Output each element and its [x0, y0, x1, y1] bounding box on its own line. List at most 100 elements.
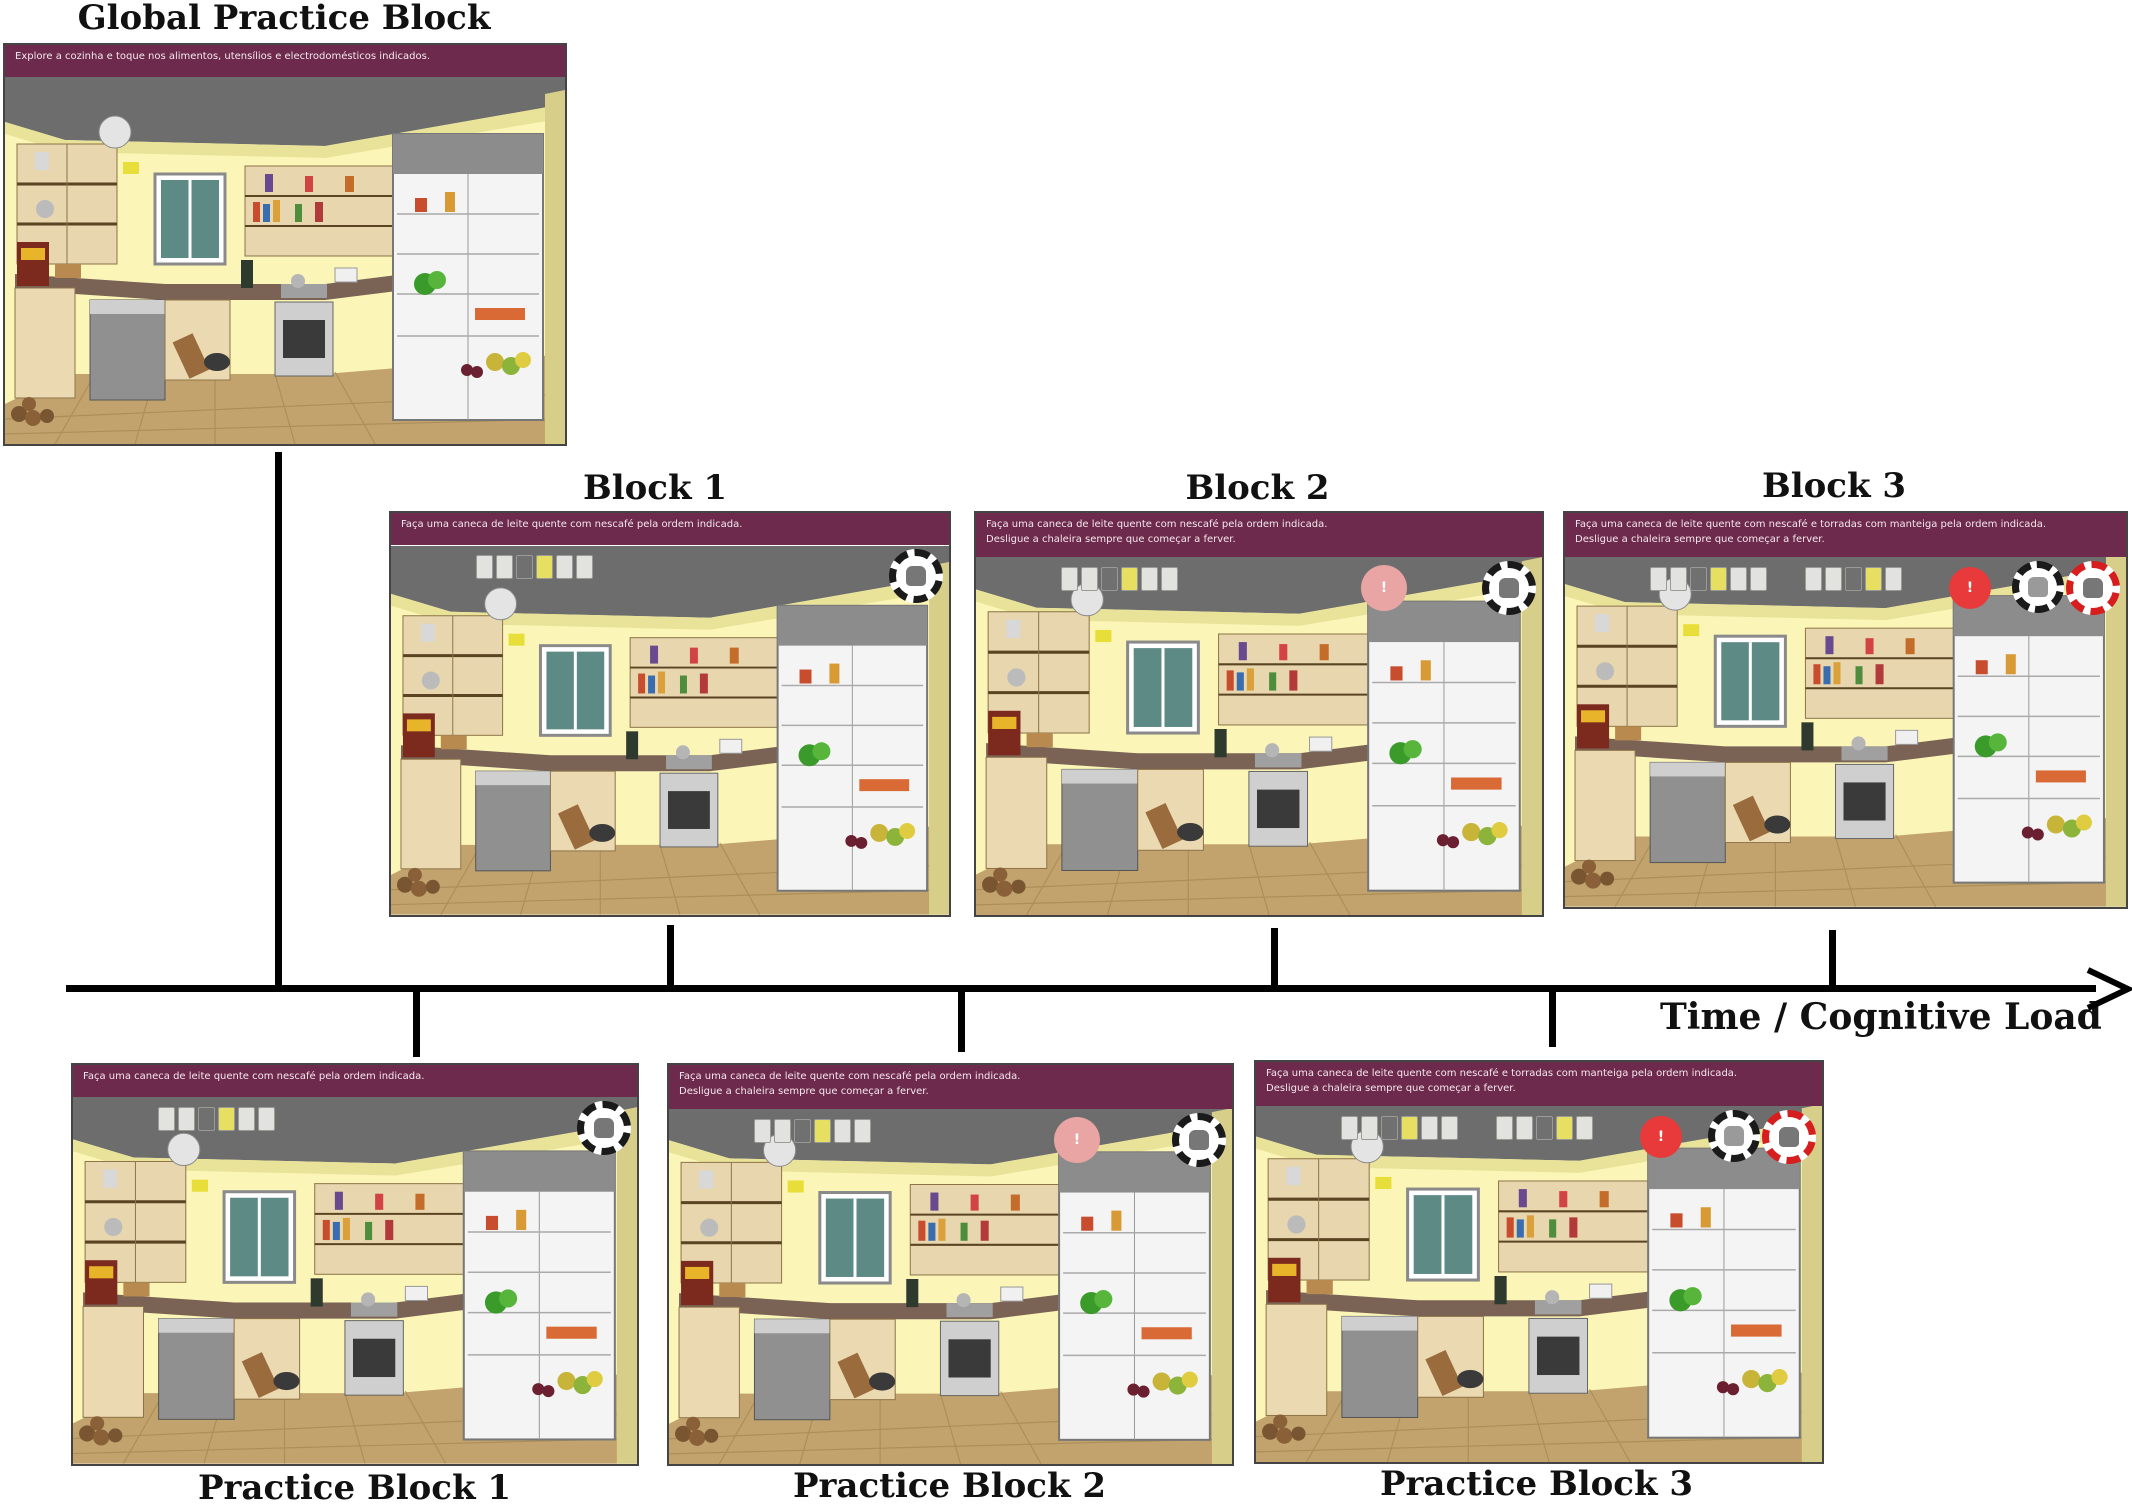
task-items-toolbar: [1496, 1116, 1593, 1140]
block-2-screenshot: Faça uma caneca de leite quente com nesc…: [974, 511, 1544, 917]
task-item-icon: [854, 1119, 871, 1143]
connector-practice-3: [1549, 992, 1556, 1047]
instruction-bar: Faça uma caneca de leite quente com nesc…: [391, 513, 949, 545]
block-2-title: Block 2: [1185, 468, 1330, 508]
task-item-icon: [1361, 1116, 1378, 1140]
task-item-icon: [198, 1107, 215, 1131]
kettle-alarm-icon: !: [1640, 1116, 1682, 1158]
task-item-icon: [1516, 1116, 1533, 1140]
stopwatch-kettle-icon: [577, 1101, 631, 1155]
task-item-icon: [1825, 567, 1842, 591]
instruction-bar: Explore a cozinha e toque nos alimentos,…: [5, 45, 565, 77]
task-item-icon: [1865, 567, 1882, 591]
task-item-icon: [754, 1119, 771, 1143]
task-item-icon: [1061, 567, 1078, 591]
kitchen-scene: [976, 541, 1542, 915]
task-item-icon: [1845, 567, 1862, 591]
global-practice-screenshot: Explore a cozinha e toque nos alimentos,…: [3, 43, 567, 446]
task-item-icon: [774, 1119, 791, 1143]
stopwatch-toaster-icon: [2012, 561, 2064, 613]
connector-practice-2: [958, 992, 965, 1052]
block-1-screenshot: Faça uma caneca de leite quente com nesc…: [389, 511, 951, 917]
timeline-axis: [66, 985, 2096, 992]
kitchen-scene: [391, 546, 949, 915]
stopwatch-kettle-icon: [889, 549, 943, 603]
task-items-toolbar: [158, 1107, 275, 1131]
task-items-toolbar: [476, 555, 593, 579]
task-item-icon: [1805, 567, 1822, 591]
task-item-icon: [536, 555, 553, 579]
task-item-icon: [238, 1107, 255, 1131]
kettle-alarm-icon: !: [1949, 567, 1991, 609]
task-item-icon: [1441, 1116, 1458, 1140]
connector-block-3: [1829, 930, 1836, 985]
stopwatch-kettle-icon: [1482, 561, 1536, 615]
task-item-icon: [158, 1107, 175, 1131]
task-item-icon: [576, 555, 593, 579]
kettle-alarm-icon: !: [1054, 1117, 1100, 1163]
task-item-icon: [178, 1107, 195, 1131]
task-item-icon: [258, 1107, 275, 1131]
instruction-line: Desligue a chaleira sempre que começar a…: [986, 533, 1236, 545]
instruction-bar: Faça uma caneca de leite quente com nesc…: [1256, 1062, 1822, 1106]
task-item-icon: [1576, 1116, 1593, 1140]
instruction-line: Explore a cozinha e toque nos alimentos,…: [15, 51, 431, 62]
kettle-alarm-icon: !: [1361, 565, 1407, 611]
instruction-line: Desligue a chaleira sempre que começar a…: [1575, 533, 1825, 545]
task-item-icon: [1101, 567, 1118, 591]
task-item-icon: [814, 1119, 831, 1143]
stopwatch-kettle-icon: [2066, 561, 2120, 615]
practice-block-1-title: Practice Block 1: [197, 1468, 512, 1508]
kitchen-scene: [669, 1092, 1232, 1464]
task-item-icon: [1381, 1116, 1398, 1140]
axis-label: Time / Cognitive Load: [1660, 996, 2102, 1038]
block-3-title: Block 3: [1761, 466, 1907, 506]
instruction-bar: Faça uma caneca de leite quente com nesc…: [73, 1065, 637, 1097]
task-item-icon: [476, 555, 493, 579]
practice-block-2-screenshot: Faça uma caneca de leite quente com nesc…: [667, 1063, 1234, 1466]
task-item-icon: [1161, 567, 1178, 591]
connector-global: [275, 452, 282, 986]
stopwatch-kettle-icon: [1172, 1113, 1226, 1167]
instruction-line: Faça uma caneca de leite quente com nesc…: [1266, 1068, 1738, 1079]
task-items-toolbar: [1650, 567, 1767, 591]
task-item-icon: [1710, 567, 1727, 591]
task-item-icon: [218, 1107, 235, 1131]
practice-block-2-title: Practice Block 2: [792, 1466, 1107, 1506]
instruction-line: Desligue a chaleira sempre que começar a…: [679, 1085, 929, 1097]
task-item-icon: [834, 1119, 851, 1143]
task-item-icon: [1730, 567, 1747, 591]
timeline-arrowhead: [2086, 967, 2132, 1011]
instruction-bar: Faça uma caneca de leite quente com nesc…: [976, 513, 1542, 557]
instruction-bar: Faça uma caneca de leite quente com nesc…: [1565, 513, 2126, 557]
kitchen-scene: [5, 74, 565, 444]
task-items-toolbar: [754, 1119, 871, 1143]
task-item-icon: [516, 555, 533, 579]
task-item-icon: [1536, 1116, 1553, 1140]
task-item-icon: [496, 555, 513, 579]
task-items-toolbar: [1341, 1116, 1458, 1140]
kitchen-scene: [73, 1091, 637, 1464]
block-1-title: Block 1: [582, 468, 728, 508]
task-item-icon: [1670, 567, 1687, 591]
kitchen-scene: [1565, 536, 2126, 907]
practice-block-3-screenshot: Faça uma caneca de leite quente com nesc…: [1254, 1060, 1824, 1464]
connector-block-1: [667, 925, 674, 985]
task-items-toolbar: [1061, 567, 1178, 591]
connector-practice-1: [413, 992, 420, 1057]
task-item-icon: [1556, 1116, 1573, 1140]
instruction-line: Faça uma caneca de leite quente com nesc…: [1575, 519, 2047, 530]
instruction-line: Faça uma caneca de leite quente com nesc…: [679, 1071, 1021, 1082]
practice-block-1-screenshot: Faça uma caneca de leite quente com nesc…: [71, 1063, 639, 1466]
connector-block-2: [1271, 928, 1278, 985]
task-item-icon: [1081, 567, 1098, 591]
task-item-icon: [1885, 567, 1902, 591]
task-item-icon: [1496, 1116, 1513, 1140]
block-3-screenshot: Faça uma caneca de leite quente com nesc…: [1563, 511, 2128, 909]
task-item-icon: [1141, 567, 1158, 591]
instruction-line: Faça uma caneca de leite quente com nesc…: [986, 519, 1328, 530]
task-item-icon: [1750, 567, 1767, 591]
instruction-bar: Faça uma caneca de leite quente com nesc…: [669, 1065, 1232, 1109]
instruction-line: Faça uma caneca de leite quente com nesc…: [83, 1071, 425, 1082]
task-items-toolbar: [1805, 567, 1902, 591]
